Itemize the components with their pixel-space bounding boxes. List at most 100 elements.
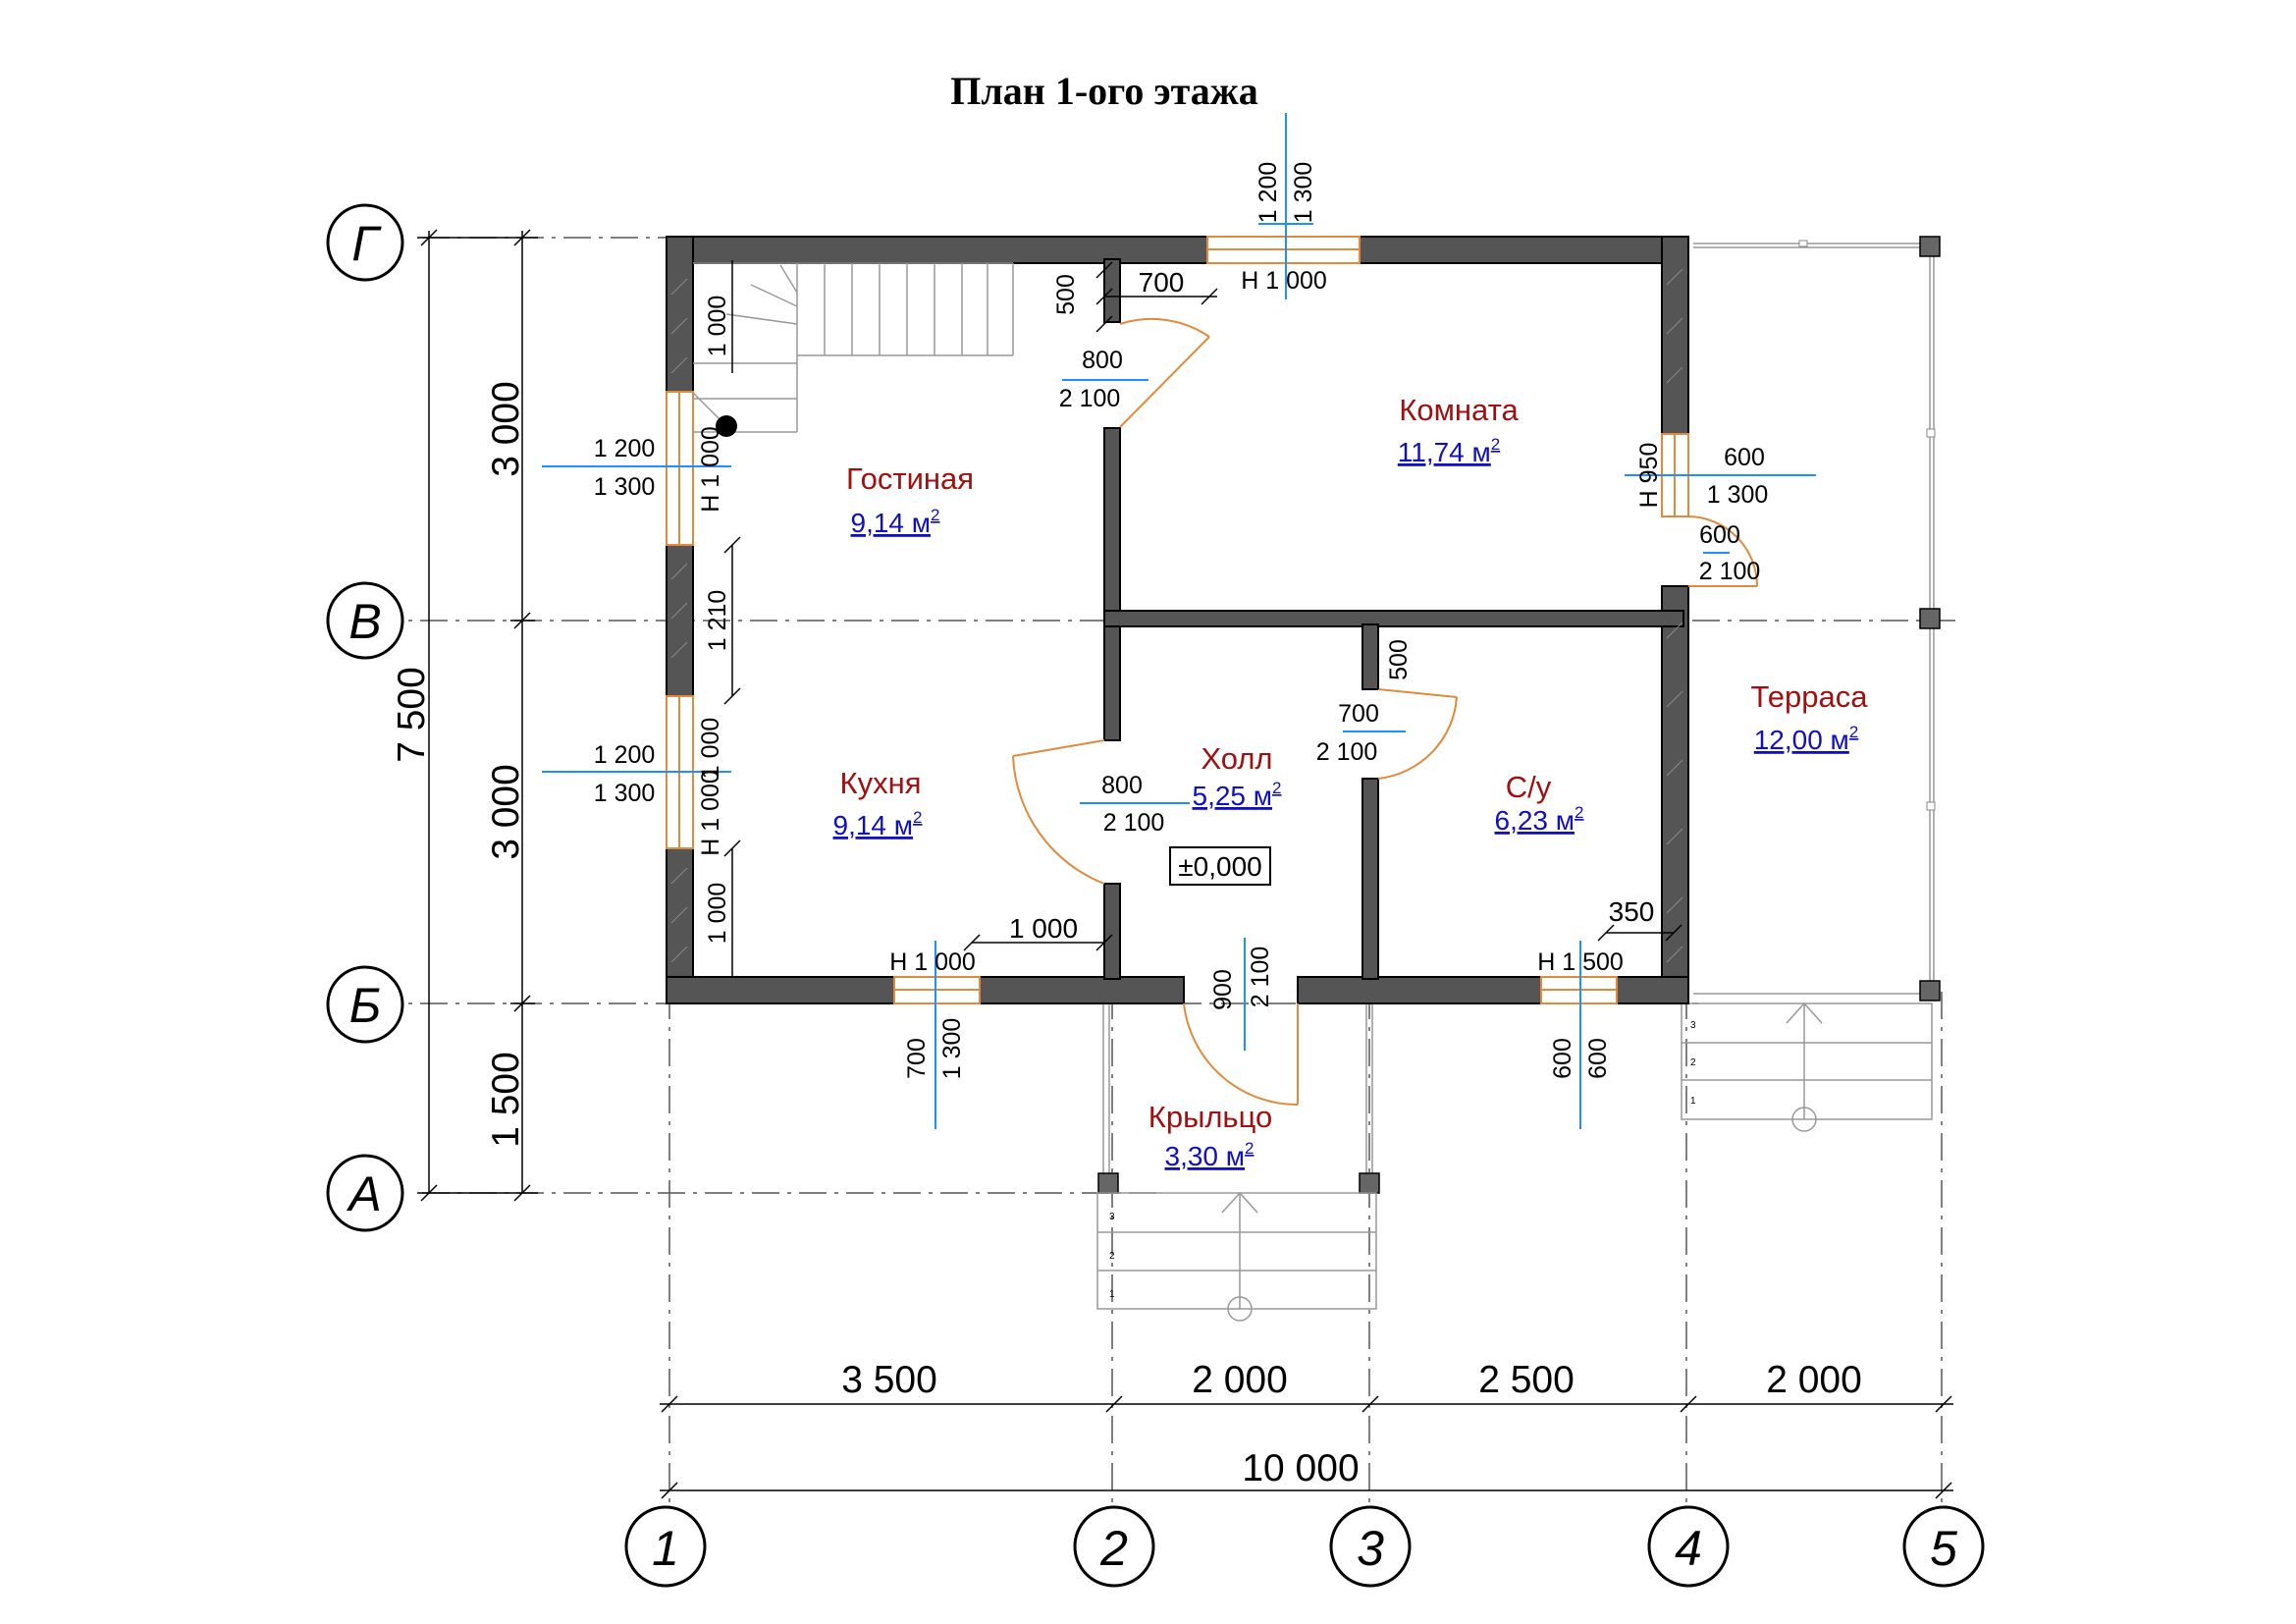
svg-text:Терраса: Терраса [1751,679,1869,714]
room-terrace: Терраса 12,00 м2 [1751,679,1869,755]
svg-text:3: 3 [1690,1020,1696,1031]
axis-bubble-1: 1 [624,1505,707,1588]
svg-text:600: 600 [1584,1038,1612,1079]
svg-text:9,14 м2: 9,14 м2 [851,506,940,538]
dimension-left: 3 000 3 000 1 500 7 500 [391,229,538,1202]
svg-text:В: В [348,594,381,649]
svg-text:1 000: 1 000 [697,718,724,780]
svg-text:2 100: 2 100 [1103,809,1165,837]
svg-text:1 200: 1 200 [1255,162,1282,224]
door-kitchen [1012,739,1105,885]
svg-text:3 000: 3 000 [485,381,527,477]
svg-text:600: 600 [1699,521,1740,549]
axis-bubble-2: 2 [1073,1505,1155,1588]
svg-text:Н 1 000: Н 1 000 [697,426,724,513]
door-tag-entrance: 900 2 100 [1209,938,1274,1051]
axis-bubble-4: 4 [1647,1505,1730,1588]
page-title: План 1-ого этажа [950,69,1258,113]
svg-text:Б: Б [349,978,382,1033]
svg-text:Холл: Холл [1201,741,1272,776]
svg-text:1 200: 1 200 [594,435,656,462]
svg-text:Н 1 000: Н 1 000 [1241,267,1327,295]
svg-text:Н 1 000: Н 1 000 [697,770,724,856]
window-tag-right: 600 1 300 Н 950 600 2 100 [1625,443,1816,585]
window-left-1 [666,391,694,546]
svg-text:Гостиная: Гостиная [846,461,974,496]
svg-text:2 100: 2 100 [1059,385,1121,412]
door-bathroom [1377,688,1458,780]
svg-text:1 200: 1 200 [594,741,656,769]
svg-text:4: 4 [1675,1521,1702,1576]
svg-text:1 300: 1 300 [594,780,656,807]
door-tag-bathroom: 500 700 2 100 [1316,628,1413,766]
svg-text:1 000: 1 000 [704,296,731,357]
svg-text:1 300: 1 300 [1707,481,1769,509]
svg-text:700: 700 [903,1038,931,1079]
svg-text:9,14 м2: 9,14 м2 [833,808,923,840]
terrace-steps: 3 2 1 [1681,1001,1933,1132]
svg-text:Комната: Комната [1399,393,1519,427]
axis-bubble-a: А [326,1154,404,1232]
svg-text:С/у: С/у [1506,770,1552,804]
svg-text:900: 900 [1209,969,1237,1010]
window-tag-left-1: 1 200 1 300 Н 1 000 [542,426,731,513]
svg-text:11,74 м2: 11,74 м2 [1398,435,1501,467]
svg-text:6,23 м2: 6,23 м2 [1495,803,1584,836]
svg-text:12,00 м2: 12,00 м2 [1754,723,1859,755]
wall-hatching [670,268,1683,963]
window-tag-top: 1 200 1 300 Н 1 000 700 [1095,113,1327,305]
svg-text:1 300: 1 300 [1290,162,1317,224]
door-entrance [1183,1002,1299,1107]
axis-bubble-3: 3 [1329,1505,1412,1588]
svg-text:2 500: 2 500 [1478,1359,1575,1401]
room-bathroom: С/у 6,23 м2 [1495,770,1584,836]
window-tag-bottom-2: Н 1 500 600 600 [1537,941,1624,1129]
walls [666,236,1689,1004]
window-top [1206,236,1361,264]
door-terrace [1687,515,1758,587]
svg-text:2 100: 2 100 [1316,738,1378,766]
svg-text:2 100: 2 100 [1247,947,1274,1008]
svg-text:2 000: 2 000 [1766,1359,1862,1401]
svg-text:Н 1 500: Н 1 500 [1537,948,1624,976]
svg-text:2: 2 [1109,1251,1115,1262]
svg-text:800: 800 [1101,772,1143,799]
svg-text:5: 5 [1930,1521,1957,1576]
svg-text:1: 1 [1109,1289,1115,1300]
dim-350: 350 [1597,896,1682,942]
svg-text:Н 1 000: Н 1 000 [889,948,976,976]
porch: 3 2 1 [1096,1003,1380,1322]
window-bottom-1 [893,976,981,1004]
window-tag-bottom-1: Н 1 000 700 1 300 [889,941,976,1129]
svg-text:2 000: 2 000 [1192,1359,1288,1401]
svg-text:3 000: 3 000 [485,764,527,860]
room-porch: Крыльцо 3,30 м2 [1148,1100,1272,1171]
svg-text:5,25 м2: 5,25 м2 [1193,779,1282,811]
room-living: Гостиная 9,14 м2 [846,461,974,538]
svg-text:1 500: 1 500 [485,1052,527,1148]
room-hall: Холл 5,25 м2 [1193,741,1282,811]
svg-text:7 500: 7 500 [391,667,433,763]
svg-text:3 500: 3 500 [841,1359,937,1401]
svg-text:10 000: 10 000 [1242,1447,1359,1489]
svg-text:3: 3 [1357,1521,1384,1576]
svg-text:Кухня: Кухня [840,766,922,800]
door-living-room [1119,317,1210,428]
svg-text:1: 1 [1690,1096,1696,1107]
staircase [692,262,1014,437]
svg-text:3,30 м2: 3,30 м2 [1165,1139,1255,1171]
svg-text:1 000: 1 000 [1009,913,1078,944]
dim-1210: 1 210 [704,536,741,705]
svg-text:350: 350 [1609,896,1655,927]
svg-text:1 300: 1 300 [594,473,656,501]
svg-text:1: 1 [652,1521,679,1576]
svg-text:500: 500 [1385,639,1413,680]
svg-text:1 300: 1 300 [938,1018,966,1080]
svg-text:600: 600 [1549,1038,1576,1079]
svg-text:±0,000: ±0,000 [1178,851,1261,882]
door-tag-living: 500 800 2 100 [1052,261,1148,412]
svg-text:800: 800 [1082,347,1123,374]
svg-text:2: 2 [1690,1057,1696,1068]
axis-lines [373,237,1963,1504]
